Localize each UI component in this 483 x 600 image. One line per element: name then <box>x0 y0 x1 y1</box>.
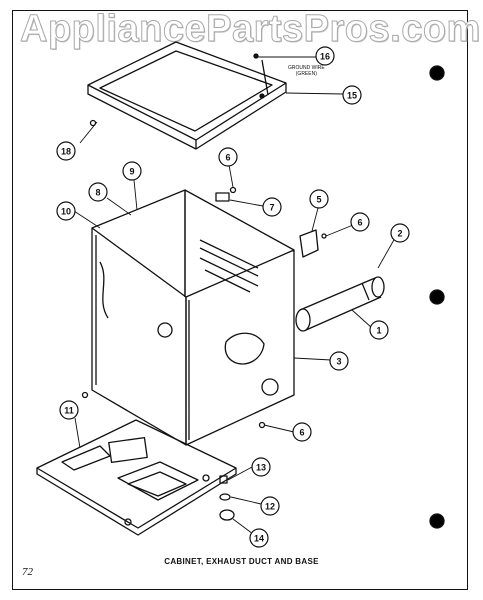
screw-18 <box>89 119 97 127</box>
callout-9: 9 <box>122 161 142 181</box>
svg-text:13: 13 <box>256 463 266 473</box>
binder-hole-top <box>429 65 445 81</box>
binder-hole-middle <box>429 289 445 305</box>
callout-6-top: 6 <box>218 147 238 167</box>
svg-text:15: 15 <box>347 91 357 101</box>
svg-text:10: 10 <box>61 207 71 217</box>
svg-text:16: 16 <box>320 52 330 62</box>
page-number: 72 <box>22 566 33 578</box>
cabinet-shell <box>91 189 295 446</box>
svg-text:7: 7 <box>269 203 274 213</box>
svg-text:11: 11 <box>64 406 74 416</box>
callout-14: 14 <box>249 528 269 548</box>
svg-text:6: 6 <box>299 428 304 438</box>
diagram-caption: CABINET, EXHAUST DUCT AND BASE <box>164 557 319 566</box>
base-plate <box>36 419 237 536</box>
callout-3: 3 <box>329 351 349 371</box>
callout-15: 15 <box>342 85 362 105</box>
screw-6-plate <box>321 233 327 239</box>
page-border <box>12 10 468 590</box>
callout-12: 12 <box>260 496 280 516</box>
bracket-7 <box>215 192 230 202</box>
svg-text:18: 18 <box>61 147 71 157</box>
svg-text:8: 8 <box>95 188 100 198</box>
washer-12 <box>219 493 231 501</box>
binder-hole-bottom <box>429 513 445 529</box>
callout-1: 1 <box>369 320 389 340</box>
svg-text:2: 2 <box>397 229 402 239</box>
callout-8: 8 <box>88 182 108 202</box>
svg-text:3: 3 <box>336 357 341 367</box>
callout-6-plate: 6 <box>350 212 370 232</box>
callout-6-bottom: 6 <box>292 422 312 442</box>
exhaust-duct <box>295 276 385 332</box>
callout-10: 10 <box>56 201 76 221</box>
callout-16: 16 <box>315 46 335 66</box>
screw-6-bottom <box>258 421 266 429</box>
clip-13 <box>219 475 228 484</box>
screw-side-bottom <box>81 391 89 399</box>
svg-text:1: 1 <box>376 326 381 336</box>
svg-text:6: 6 <box>357 218 362 228</box>
callout-5: 5 <box>309 189 329 209</box>
callout-2: 2 <box>390 223 410 243</box>
foot-14 <box>219 509 235 521</box>
svg-text:12: 12 <box>265 502 275 512</box>
svg-text:9: 9 <box>129 167 134 177</box>
callout-7: 7 <box>262 197 282 217</box>
ground-wire-note: GROUND WIRE (GREEN) <box>288 65 325 77</box>
svg-text:5: 5 <box>316 195 321 205</box>
svg-text:14: 14 <box>254 534 264 544</box>
top-panel <box>87 41 287 150</box>
callout-13: 13 <box>251 457 271 477</box>
plate-5 <box>299 229 319 258</box>
svg-text:6: 6 <box>225 153 230 163</box>
callout-11: 11 <box>59 400 79 420</box>
callout-18: 18 <box>56 141 76 161</box>
screw-6-top <box>229 186 237 194</box>
